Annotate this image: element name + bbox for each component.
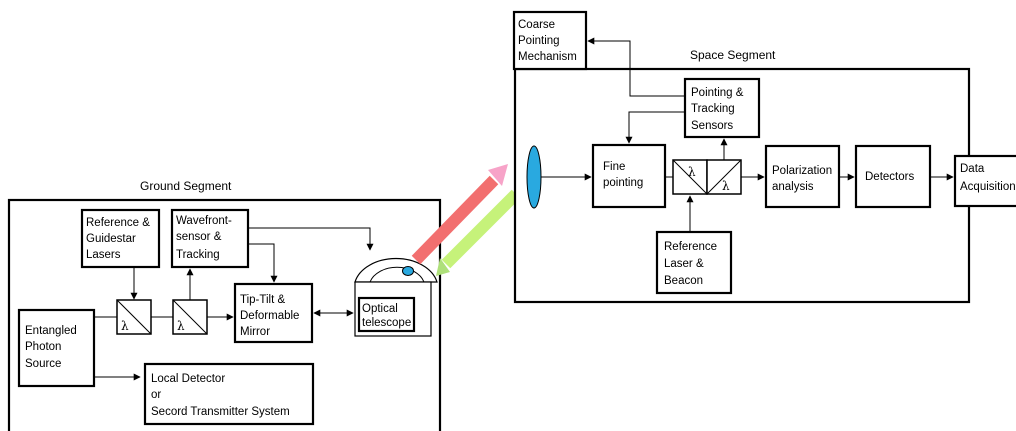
ground-lambda-plate-1: λ xyxy=(116,299,152,335)
polarization-label-1: Polarization xyxy=(772,165,832,177)
optical-link-beams xyxy=(411,164,521,276)
polarization-analysis-box: Polarization analysis xyxy=(764,144,841,209)
ref-laser-label-3: Beacon xyxy=(664,275,703,287)
fine-label-2: pointing xyxy=(603,177,643,189)
tip-tilt-label-2: Deformable xyxy=(240,310,299,322)
ground-lambda-1: λ xyxy=(121,319,129,333)
data-acq-label-2: Acquisition xyxy=(960,181,1016,193)
ground-lambda-2: λ xyxy=(177,319,185,333)
space-lambda-plate-1: λ xyxy=(672,159,708,195)
telescope-dome xyxy=(354,257,438,283)
wavefront-sensor-box: Wavefront- sensor & Tracking xyxy=(170,208,250,269)
uplink-beam xyxy=(411,175,499,265)
local-detector-box: Local Detector or Secord Transmitter Sys… xyxy=(143,362,315,426)
receiver-lens-icon xyxy=(526,145,542,209)
pts-label-3: Sensors xyxy=(691,120,733,132)
data-acquisition-box: Data Acquisition xyxy=(953,154,1016,208)
ground-connections xyxy=(94,227,374,381)
entangled-label-3: Source xyxy=(25,358,61,370)
local-detector-label-2: or xyxy=(151,389,161,401)
space-segment-title: Space Segment xyxy=(690,48,776,62)
ground-segment-title: Ground Segment xyxy=(140,179,232,193)
coarse-label-2: Pointing xyxy=(518,35,560,47)
local-detector-label-1: Local Detector xyxy=(151,373,225,385)
tip-tilt-label-1: Tip-Tilt & xyxy=(240,294,285,306)
space-segment: Space Segment Coarse Pointing Mechanism … xyxy=(512,10,1016,304)
ground-segment: Ground Segment Reference & Guidestar Las… xyxy=(7,179,442,431)
detectors-box: Detectors xyxy=(854,144,932,209)
wavefront-label-2: sensor & xyxy=(176,231,222,243)
telescope-label-1: Optical xyxy=(362,303,398,315)
space-lambda-2: λ xyxy=(722,179,730,193)
coarse-pointing-box: Coarse Pointing Mechanism xyxy=(512,10,588,71)
reference-guidestar-lasers-box: Reference & Guidestar Lasers xyxy=(80,208,161,269)
detectors-label: Detectors xyxy=(865,171,914,183)
entangled-photon-source-box: Entangled Photon Source xyxy=(17,308,96,388)
reference-guidestar-label-3: Lasers xyxy=(86,249,121,261)
optical-telescope: Optical telescope xyxy=(354,257,438,337)
reference-guidestar-label-1: Reference & xyxy=(86,217,150,229)
data-acq-label-1: Data xyxy=(960,163,985,175)
pts-label-2: Tracking xyxy=(691,103,735,115)
space-lambda-plate-2: λ xyxy=(706,159,742,195)
pointing-tracking-sensors-box: Pointing & Tracking Sensors xyxy=(683,77,761,139)
reference-laser-beacon-box: Reference Laser & Beacon xyxy=(655,230,733,295)
local-detector-label-3: Secord Transmitter System xyxy=(151,406,290,418)
polarization-label-2: analysis xyxy=(772,181,814,193)
space-connections xyxy=(541,37,954,232)
tip-tilt-mirror-box: Tip-Tilt & Deformable Mirror xyxy=(233,282,314,344)
entangled-label-1: Entangled xyxy=(25,325,77,337)
wavefront-label-1: Wavefront- xyxy=(176,215,232,227)
ref-laser-label-2: Laser & xyxy=(664,258,704,270)
downlink-arrowhead xyxy=(436,258,450,276)
ref-laser-label-1: Reference xyxy=(664,241,717,253)
ground-lambda-plate-2: λ xyxy=(172,299,208,335)
fine-pointing-box: Fine pointing xyxy=(591,143,667,209)
pts-label-1: Pointing & xyxy=(691,87,744,99)
downlink-beam xyxy=(441,189,521,269)
uplink-arrowhead xyxy=(488,164,508,186)
space-lambda-1: λ xyxy=(688,165,696,179)
fine-label-1: Fine xyxy=(603,161,625,173)
coarse-label-1: Coarse xyxy=(518,19,555,31)
entangled-label-2: Photon xyxy=(25,341,61,353)
telescope-lens-icon xyxy=(402,266,414,276)
wavefront-label-3: Tracking xyxy=(176,249,220,261)
reference-guidestar-label-2: Guidestar xyxy=(86,233,136,245)
coarse-label-3: Mechanism xyxy=(518,51,577,63)
telescope-label-2: telescope xyxy=(362,317,411,329)
tip-tilt-label-3: Mirror xyxy=(240,326,270,338)
